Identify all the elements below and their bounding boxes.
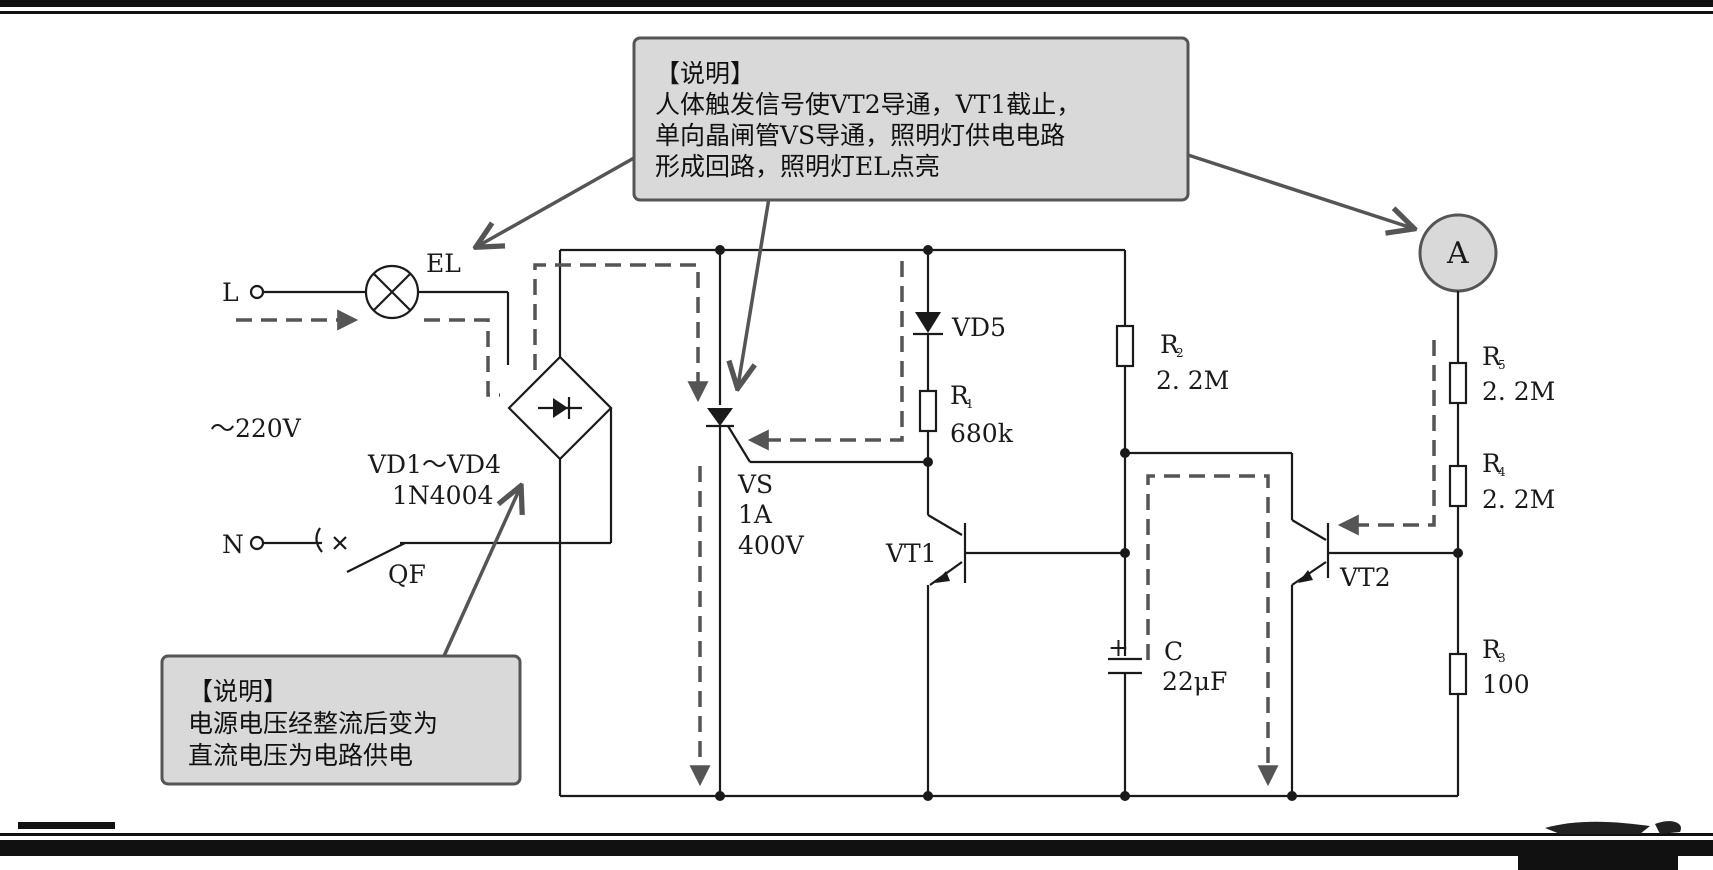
label-bridge-part: 1N4004 <box>392 481 493 510</box>
label-L: L <box>222 278 239 307</box>
label-A: A <box>1446 236 1469 271</box>
label-voltage: ～220V <box>210 414 302 443</box>
label-C-value: 22μF <box>1162 667 1227 696</box>
label-EL: EL <box>426 249 461 278</box>
bridge-rectifier-icon <box>507 355 613 461</box>
note-bottom-line-2: 直流电压为电路供电 <box>188 741 413 770</box>
label-R3-sub: 3 <box>1498 651 1506 665</box>
circuit-wires <box>249 213 1498 801</box>
label-R4-name: R <box>1482 449 1502 478</box>
label-VS-current: 1A <box>738 500 773 529</box>
label-VT2: VT2 <box>1339 563 1391 592</box>
lamp-EL-icon <box>364 264 420 320</box>
note-top-line-2: 单向晶闸管VS导通，照明灯供电电路 <box>655 121 1065 150</box>
label-VD5: VD5 <box>951 313 1006 342</box>
note-bottom-title: 【说明】 <box>188 677 288 706</box>
note-bottom: 【说明】 电源电压经整流后变为 直流电压为电路供电 <box>160 654 522 786</box>
note-top-title: 【说明】 <box>655 59 755 88</box>
label-VS-voltage: 400V <box>738 531 805 560</box>
label-VT1: VT1 <box>885 539 937 568</box>
label-R2-value: 2. 2M <box>1156 366 1229 395</box>
label-VS-name: VS <box>737 470 773 499</box>
resistor-R1-icon <box>918 389 938 433</box>
label-R2-name: R <box>1160 330 1180 359</box>
label-R5-value: 2. 2M <box>1482 377 1555 406</box>
transistor-VT1-icon <box>927 514 1125 586</box>
label-C-name: C <box>1164 637 1183 666</box>
resistor-R3-icon <box>1448 652 1468 696</box>
label-R2-sub: 2 <box>1176 346 1184 360</box>
component-labels: L N EL ～220V VD1～VD4 1N4004 QF VS 1A 400… <box>210 236 1555 699</box>
resistor-R4-icon <box>1448 464 1468 508</box>
label-QF: QF <box>388 560 426 589</box>
label-R4-sub: 4 <box>1498 465 1506 479</box>
junction-dots <box>715 245 1463 801</box>
label-N: N <box>222 530 244 559</box>
note-top: 【说明】 人体触发信号使VT2导通，VT1截止， 单向晶闸管VS导通，照明灯供电… <box>632 36 1190 202</box>
resistor-R2-icon <box>1115 324 1135 368</box>
diode-VD5-icon <box>913 312 943 336</box>
label-R4-value: 2. 2M <box>1482 485 1555 514</box>
callout-arrows <box>442 153 1412 657</box>
note-bottom-line-1: 电源电压经整流后变为 <box>188 709 438 738</box>
label-R5-sub: 5 <box>1498 358 1506 372</box>
current-flow-arrows <box>236 261 1436 787</box>
note-top-line-1: 人体触发信号使VT2导通，VT1截止， <box>655 90 1081 119</box>
label-R5-name: R <box>1482 342 1502 371</box>
label-C-plus: + <box>1108 633 1129 662</box>
thyristor-VS-icon <box>706 408 751 463</box>
label-R3-name: R <box>1482 635 1502 664</box>
label-bridge-name: VD1～VD4 <box>367 450 501 479</box>
resistor-R5-icon <box>1448 361 1468 405</box>
label-R1-name: R <box>950 381 970 410</box>
transistor-VT2-icon <box>1290 453 1458 586</box>
terminal-L <box>249 284 265 300</box>
note-top-line-3: 形成回路，照明灯EL点亮 <box>655 152 940 181</box>
label-R1-sub: 1 <box>966 397 974 411</box>
label-R3-value: 100 <box>1482 670 1530 699</box>
terminal-N <box>249 535 265 551</box>
label-R1-value: 680k <box>950 419 1014 448</box>
breaker-QF-icon <box>346 542 406 573</box>
